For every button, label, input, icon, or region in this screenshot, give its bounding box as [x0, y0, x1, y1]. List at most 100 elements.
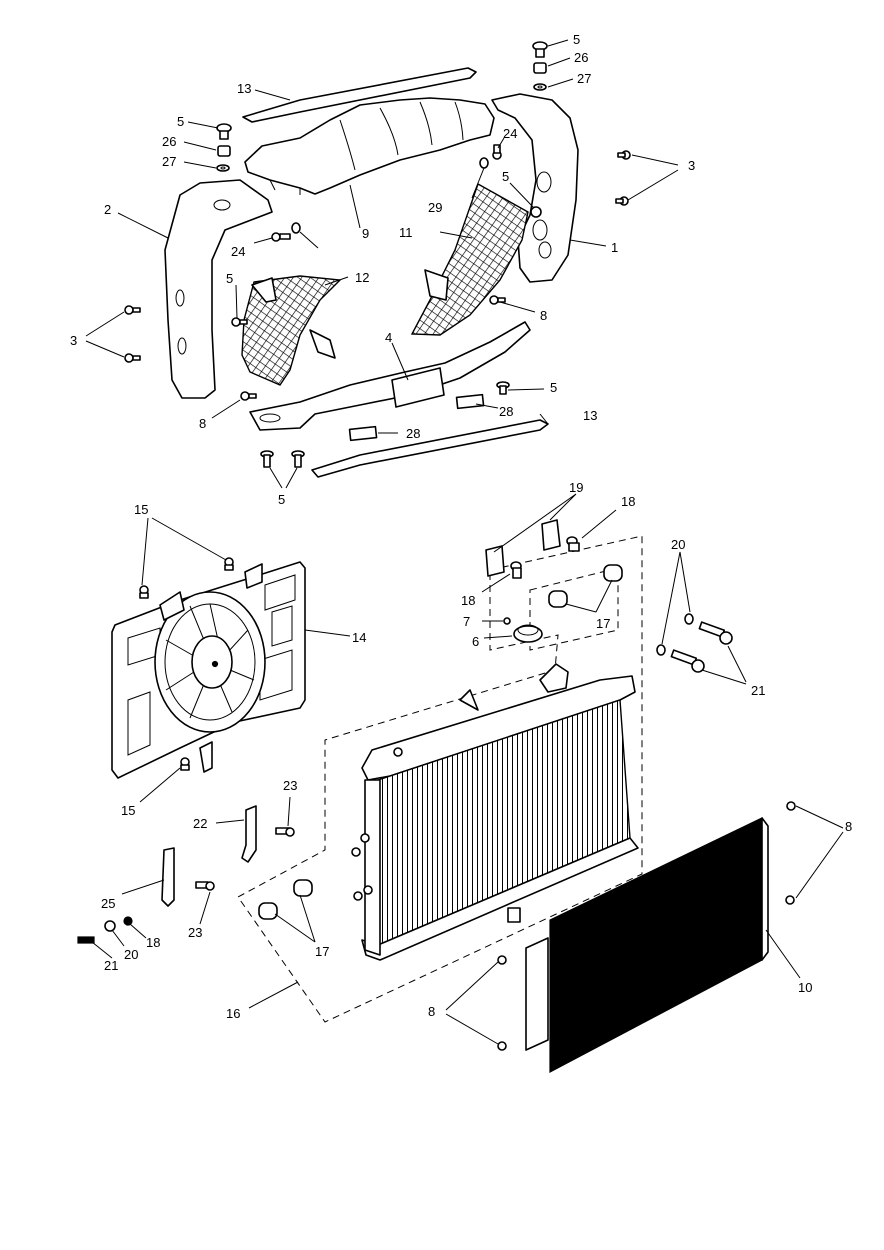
callout-3-left: 3 [70, 333, 77, 348]
bolt-24-right [492, 144, 502, 160]
cap-6 [513, 624, 543, 643]
bolt-23-a [275, 827, 295, 837]
screw-7 [503, 617, 511, 625]
bracket-19-b [541, 519, 561, 551]
cowl-center-tab [391, 367, 445, 408]
leader-lines [85, 39, 844, 1045]
callout-10: 10 [798, 980, 812, 995]
bolt-15-c [180, 757, 190, 771]
callout-14: 14 [352, 630, 366, 645]
callout-29: 29 [428, 200, 442, 215]
grommet-17-d [293, 879, 313, 897]
callout-15-bottom: 15 [121, 803, 135, 818]
callout-23-upper: 23 [283, 778, 297, 793]
callout-8-right: 8 [540, 308, 547, 323]
callout-13-upper: 13 [237, 81, 251, 96]
screw-5-top-left [216, 123, 232, 140]
grommet-26-left [217, 145, 231, 157]
screw-8-panel-d [497, 1041, 507, 1051]
callout-25: 25 [101, 896, 115, 911]
screw-5-top-right [532, 41, 548, 58]
left-side-panel [164, 179, 273, 399]
callout-20-right: 20 [671, 537, 685, 552]
pad-28-b [348, 425, 378, 442]
grommet-17-a [548, 590, 568, 608]
callout-4: 4 [385, 330, 392, 345]
screw-8-panel-a [786, 801, 796, 811]
grommet-17-b [603, 564, 623, 582]
callout-27-right: 27 [577, 71, 591, 86]
top-cowl [244, 97, 495, 195]
bracket-25 [161, 847, 175, 907]
callout-22: 22 [193, 816, 207, 831]
callout-19: 19 [569, 480, 583, 495]
callout-5-top-right: 5 [573, 32, 580, 47]
callout-21-right: 21 [751, 683, 765, 698]
bolt-18-b [566, 536, 580, 552]
washer-29-right [479, 157, 489, 169]
callout-labels: 1 2 3 3 4 5 5 5 5 5 5 6 7 8 8 8 8 9 10 1… [70, 32, 852, 1021]
fan-hub [191, 635, 233, 689]
screw-8-panel-c [497, 955, 507, 965]
bolt-23-b [195, 881, 215, 891]
washer-20-b [656, 644, 666, 656]
washer-20-small [104, 920, 116, 932]
callout-8-left: 8 [199, 416, 206, 431]
callout-5-bottom: 5 [278, 492, 285, 507]
callout-16: 16 [226, 1006, 240, 1021]
screw-8-panel-b [785, 895, 795, 905]
right-side-panel [491, 93, 579, 283]
callout-27-left: 27 [162, 154, 176, 169]
bolt-15-a [139, 585, 149, 599]
bolt-21-small [77, 936, 95, 944]
callout-23-lower: 23 [188, 925, 202, 940]
callout-1: 1 [611, 240, 618, 255]
callout-26-left: 26 [162, 134, 176, 149]
screw-3-left-b [124, 353, 141, 363]
callout-28-right: 28 [499, 404, 513, 419]
screw-8-right [489, 295, 506, 305]
pad-28-a [455, 393, 485, 410]
washer-29-left [291, 222, 301, 234]
seal-strip-lower [311, 419, 549, 478]
radiator-top-tank [361, 675, 636, 781]
callout-13-lower: 13 [583, 408, 597, 423]
callout-5-mesh-right: 5 [502, 169, 509, 184]
callout-5-lower-right: 5 [550, 380, 557, 395]
screw-5-mesh-left [231, 317, 248, 327]
lower-cowl [249, 321, 531, 431]
callout-11: 11 [399, 225, 413, 240]
callout-21-small: 21 [104, 958, 118, 973]
callout-7: 7 [463, 614, 470, 629]
callout-15-top: 15 [134, 502, 148, 517]
callout-17-lower: 17 [315, 944, 329, 959]
callout-18-upper-right: 18 [621, 494, 635, 509]
bolt-15-b [224, 557, 234, 571]
callout-26-right: 26 [574, 50, 588, 65]
left-mesh-grille [241, 275, 342, 386]
seal-strip-upper [242, 67, 477, 123]
bolt-21-a [698, 621, 733, 645]
screw-8-left [240, 391, 257, 401]
grommet-26-right [533, 62, 547, 74]
screw-5-lower-right [496, 381, 510, 395]
callout-17-upper: 17 [596, 616, 610, 631]
bolt-24-left [271, 232, 291, 242]
bracket-19-a [485, 545, 505, 577]
screw-5-mesh-right [530, 206, 542, 218]
callout-5-mesh-left: 5 [226, 271, 233, 286]
callout-3-right: 3 [688, 158, 695, 173]
callout-2: 2 [104, 202, 111, 217]
washer-27-left [216, 164, 230, 172]
screw-3-right-b [615, 196, 629, 206]
callout-12: 12 [355, 270, 369, 285]
screw-5-bottom-b [291, 450, 305, 468]
callout-20-small: 20 [124, 947, 138, 962]
screw-5-bottom-a [260, 450, 274, 468]
callout-6: 6 [472, 634, 479, 649]
callout-18-small: 18 [146, 935, 160, 950]
washer-20-a [684, 613, 694, 625]
bolt-21-b [670, 649, 705, 673]
callout-24-left: 24 [231, 244, 245, 259]
